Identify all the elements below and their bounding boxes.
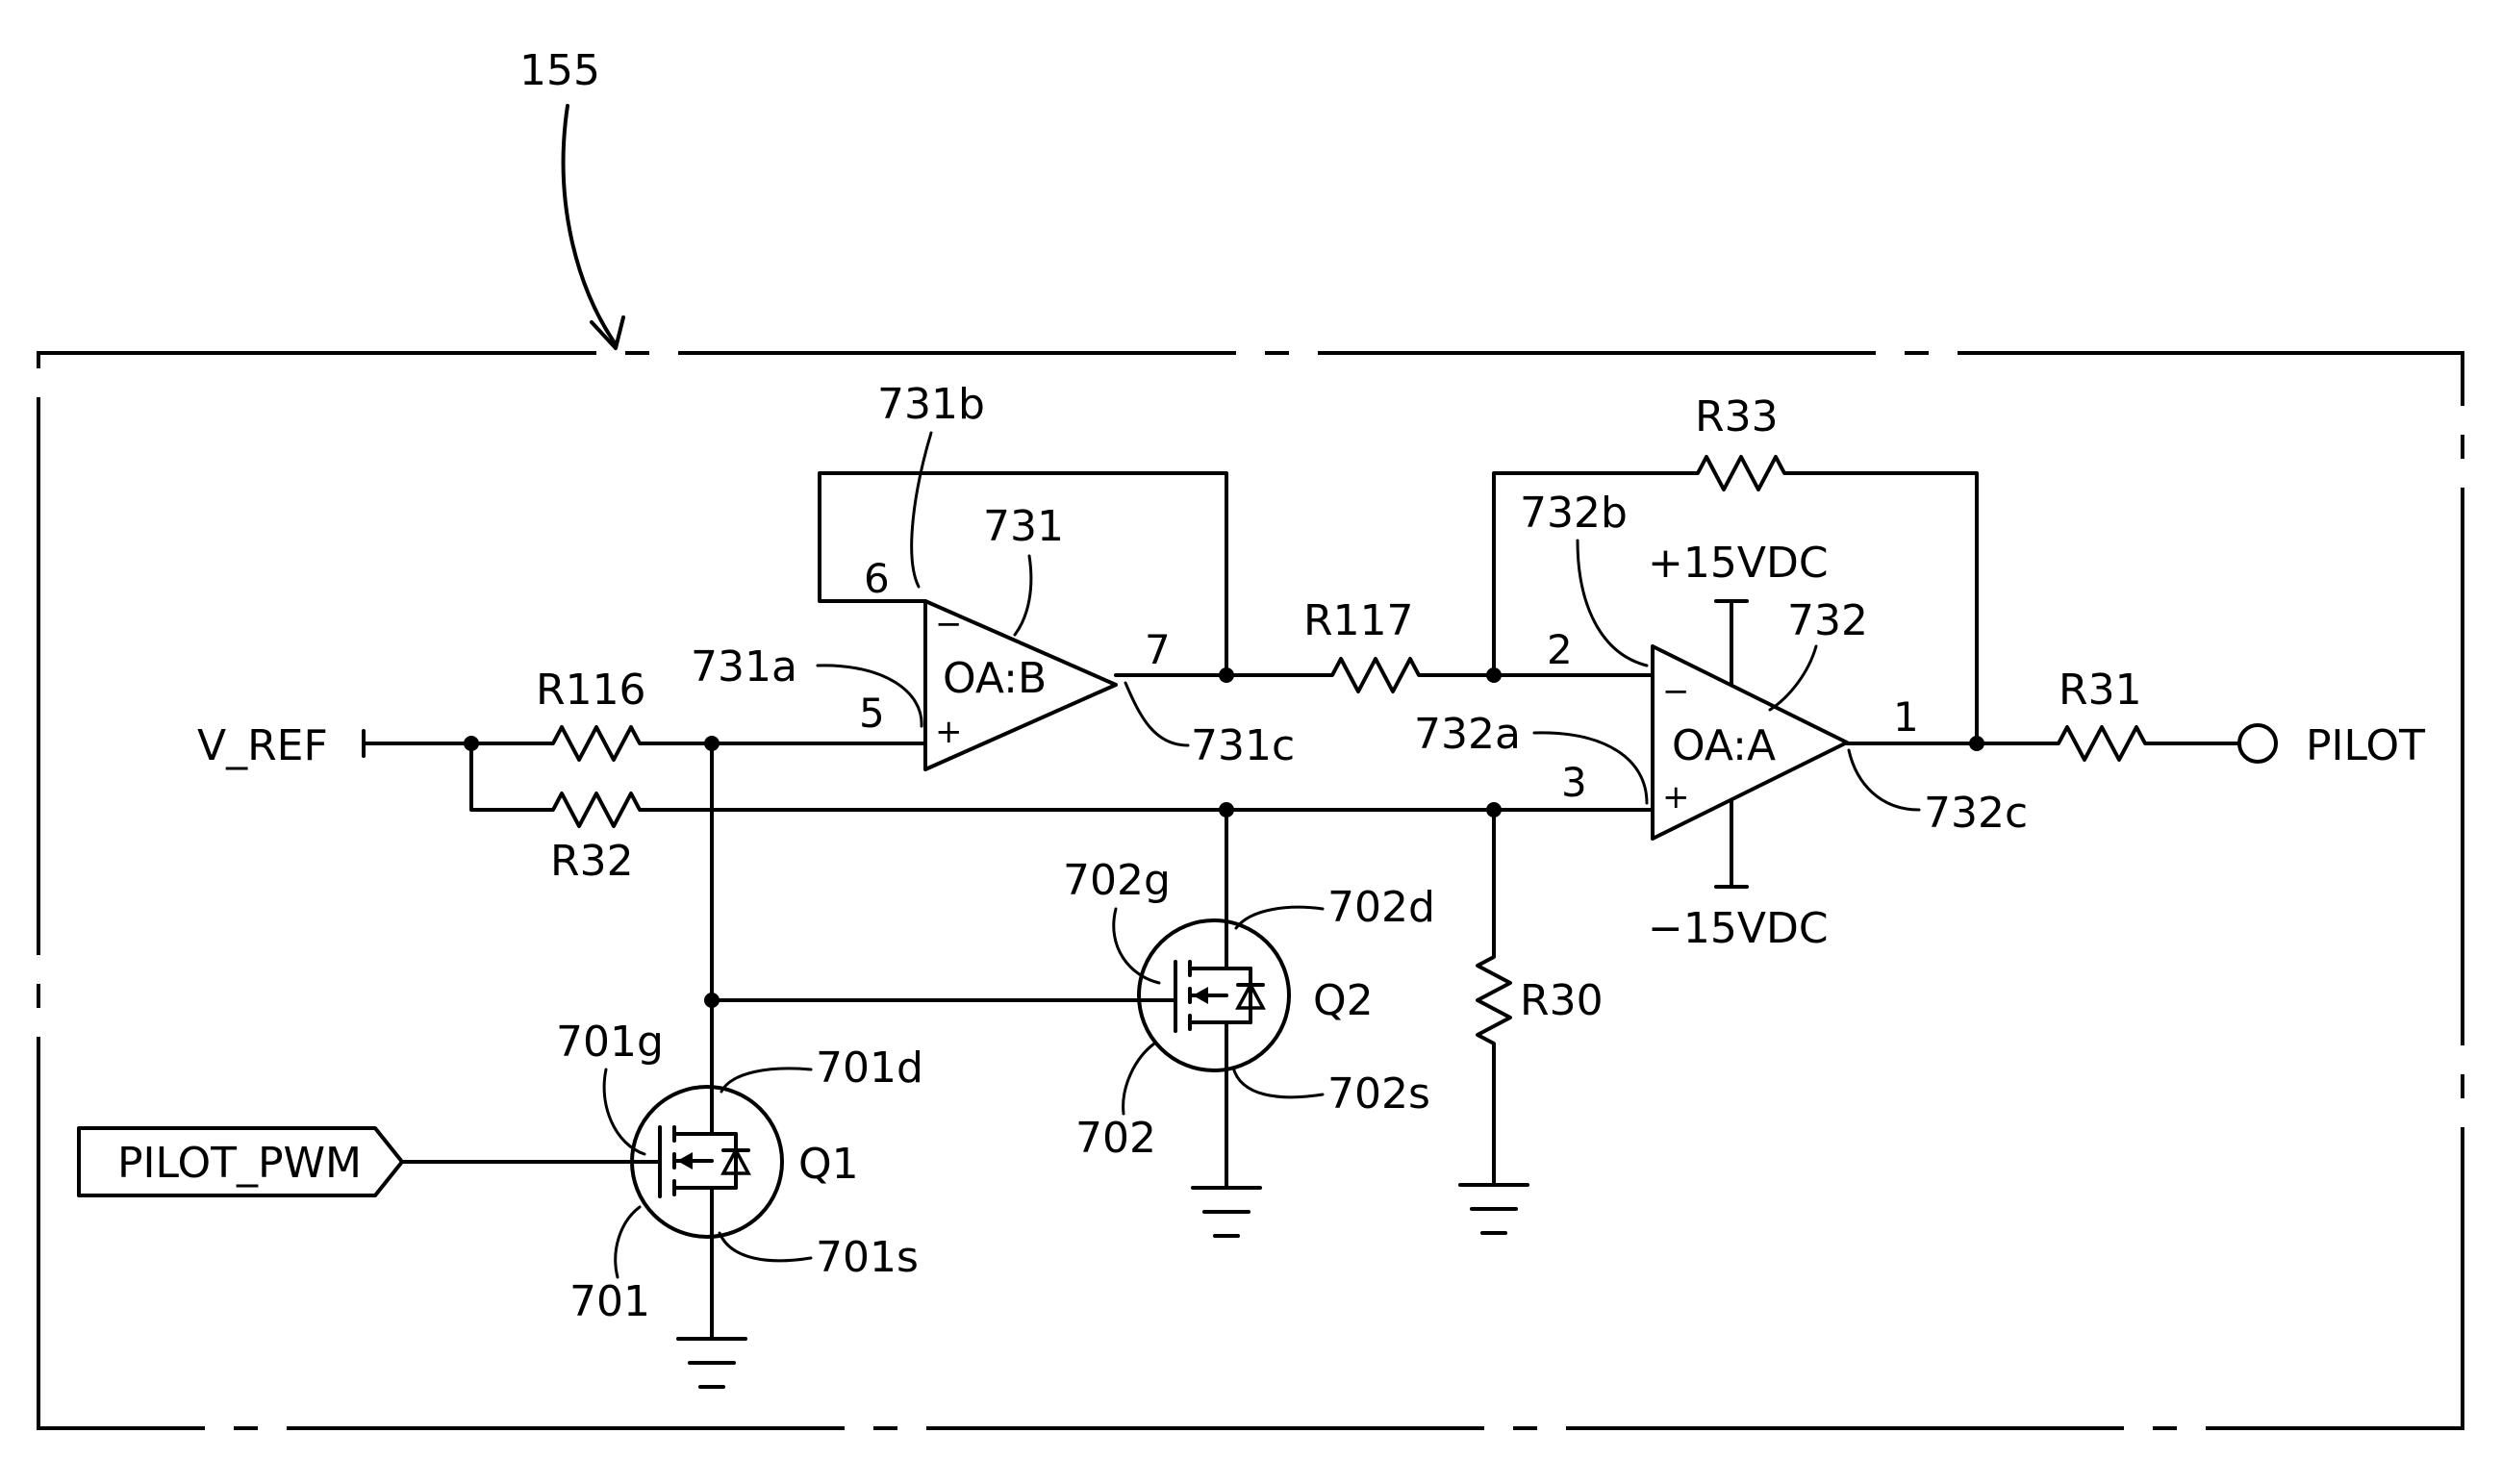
r32-label: R32 — [550, 837, 634, 886]
ref-701d: 701d — [816, 1044, 923, 1093]
oaa-pin-1: 1 — [1893, 693, 1919, 741]
leader-731c — [1125, 683, 1188, 745]
oaa-pin-2: 2 — [1547, 626, 1573, 673]
ref-732b: 732b — [1520, 489, 1628, 538]
neg-supply-label: −15VDC — [1648, 904, 1829, 953]
ref-732: 732 — [1787, 596, 1868, 645]
ref-731: 731 — [983, 502, 1064, 551]
ref-732a: 732a — [1414, 710, 1521, 759]
opamp-oaa-name: OA:A — [1672, 721, 1776, 770]
mosfet-q1-symbol-icon — [660, 1106, 748, 1339]
junction-oaa-out — [1969, 736, 1984, 751]
leader-702g — [1114, 909, 1159, 983]
leader-702s — [1233, 1068, 1323, 1097]
r31-label: R31 — [2059, 666, 2142, 715]
ref-731a: 731a — [691, 642, 797, 692]
oaa-pin-3: 3 — [1561, 759, 1587, 806]
ref-732c: 732c — [1924, 789, 2028, 838]
oab-pin-7: 7 — [1145, 626, 1171, 673]
v-ref-label: V_REF — [197, 721, 328, 770]
ground-q1-icon — [678, 1339, 745, 1387]
leader-701d — [721, 1069, 811, 1092]
leader-731 — [1015, 556, 1031, 635]
ref-702s: 702s — [1327, 1069, 1430, 1119]
leader-701s — [720, 1233, 811, 1261]
oab-pin-5: 5 — [859, 690, 885, 737]
wire-vref-r32 — [471, 743, 543, 810]
resistor-r33 — [1688, 457, 1794, 490]
r30-label: R30 — [1520, 976, 1604, 1025]
resistor-r32 — [543, 793, 649, 826]
oab-pin-6: 6 — [864, 555, 890, 602]
oab-minus-mark: − — [935, 605, 963, 643]
oab-plus-mark: + — [935, 713, 963, 751]
ref-701: 701 — [569, 1277, 650, 1326]
figure-ref-arrow — [564, 106, 616, 344]
q2-label: Q2 — [1313, 976, 1374, 1025]
pilot-terminal — [2239, 725, 2276, 762]
pos-supply-label: +15VDC — [1648, 539, 1829, 588]
r33-label: R33 — [1695, 392, 1779, 441]
ground-q2-icon — [1193, 1188, 1260, 1236]
figure-ref-label: 155 — [519, 46, 600, 95]
resistor-r116 — [543, 727, 649, 760]
resistor-r31 — [2049, 727, 2155, 760]
ref-701s: 701s — [816, 1233, 919, 1282]
opamp-oab-name: OA:B — [943, 654, 1047, 703]
ref-731b: 731b — [877, 380, 985, 429]
r117-label: R117 — [1303, 596, 1414, 645]
mosfet-q2-symbol-icon — [1175, 918, 1263, 1188]
ref-702: 702 — [1075, 1114, 1156, 1163]
oaa-plus-mark: + — [1662, 778, 1690, 817]
leader-702d — [1236, 907, 1323, 928]
resistor-r117 — [1323, 659, 1428, 692]
r116-label: R116 — [536, 666, 646, 715]
leader-732 — [1770, 646, 1816, 710]
junction-oab-out — [1219, 667, 1234, 683]
module-boundary — [38, 353, 2463, 1428]
leader-732b — [1578, 541, 1647, 666]
ref-701g: 701g — [556, 1018, 664, 1067]
pilot-pwm-label: PILOT_PWM — [117, 1139, 362, 1188]
leader-732c — [1849, 750, 1919, 810]
ref-731c: 731c — [1191, 721, 1295, 770]
leader-731b — [912, 433, 931, 587]
leader-732a — [1534, 733, 1647, 803]
pilot-label: PILOT — [2306, 721, 2425, 770]
ref-702d: 702d — [1327, 883, 1435, 932]
ground-r30-icon — [1460, 1185, 1528, 1233]
resistor-r30 — [1478, 947, 1510, 1053]
q1-label: Q1 — [798, 1140, 859, 1189]
oaa-minus-mark: − — [1662, 672, 1690, 711]
ref-702g: 702g — [1063, 856, 1171, 905]
leader-702 — [1124, 1044, 1154, 1114]
leader-701g — [604, 1069, 644, 1154]
leader-701 — [616, 1207, 640, 1277]
